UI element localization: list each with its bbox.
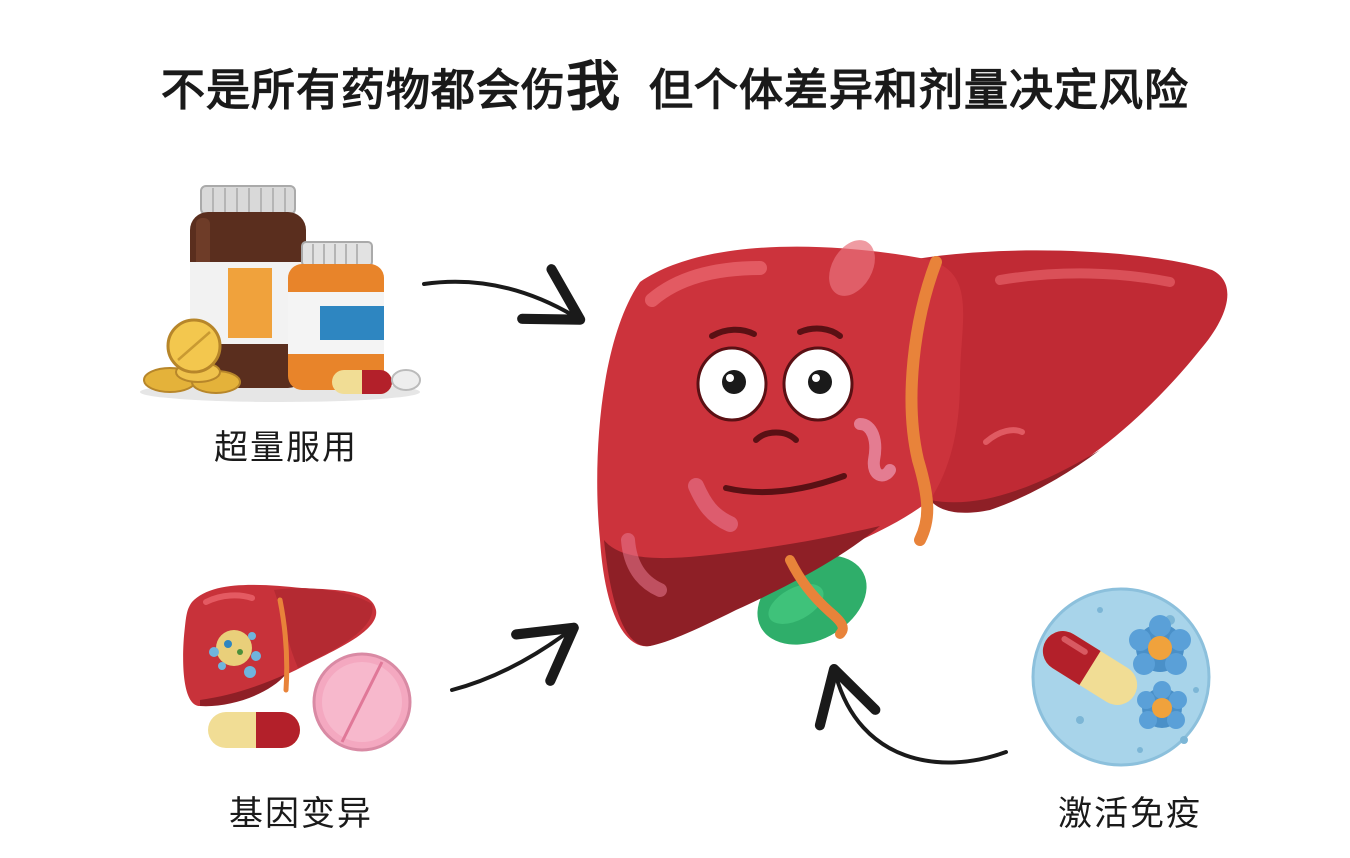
arrow-overdose-to-liver bbox=[422, 264, 586, 325]
cartoon-liver-icon bbox=[597, 240, 1228, 647]
title-part1: 不是所有药物都会伤 bbox=[161, 65, 566, 116]
medicine-bottles-icon bbox=[140, 185, 421, 402]
arrow-gene-to-liver bbox=[450, 622, 579, 692]
immune-cell-icon bbox=[1137, 681, 1187, 729]
page-title: 不是所有药物都会伤我但个体差异和剂量决定风险 bbox=[0, 42, 1350, 121]
liver-face-icon bbox=[696, 325, 854, 495]
title-emphasis: 我 bbox=[566, 55, 621, 118]
immune-activation-icon bbox=[1031, 587, 1211, 767]
immune-cell-icon bbox=[1129, 615, 1191, 675]
arrow-immune-to-liver bbox=[814, 664, 1008, 765]
capsule-icon bbox=[1042, 631, 1138, 705]
cause-label-immune-activation: 激活免疫 bbox=[1058, 794, 1202, 834]
gene-variation-liver-icon bbox=[183, 584, 412, 752]
cause-label-overdose: 超量服用 bbox=[214, 428, 358, 468]
title-part2: 但个体差异和剂量决定风险 bbox=[649, 65, 1189, 116]
cause-label-gene-variation: 基因变异 bbox=[229, 794, 373, 834]
